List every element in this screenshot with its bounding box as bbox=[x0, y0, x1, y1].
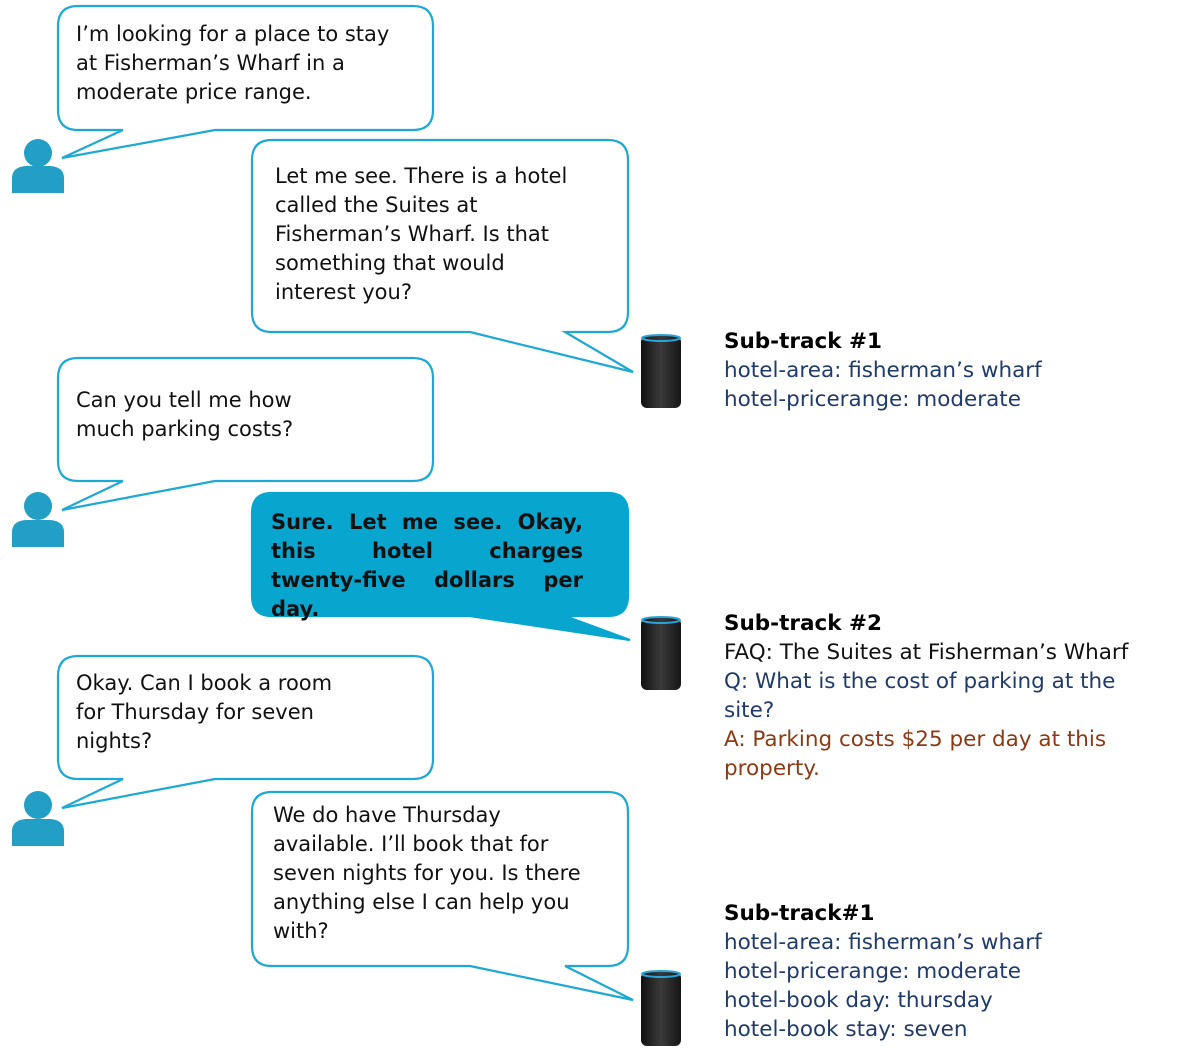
user-bubble-3 bbox=[56, 654, 435, 810]
slot-value: hotel-book stay: seven bbox=[724, 1017, 968, 1042]
slot-value: hotel-pricerange: moderate bbox=[724, 959, 1021, 984]
annotation-title: Sub-track #1 bbox=[724, 329, 882, 354]
system-bubble-1 bbox=[250, 138, 634, 374]
faq-question: Q: What is the cost of parking at the si… bbox=[724, 669, 1116, 723]
faq-title: FAQ: The Suites at Fisherman’s Wharf bbox=[724, 640, 1129, 665]
speaker-icon bbox=[641, 616, 681, 690]
annotation-subtrack-1-updated: Sub-track#1 hotel-area: fisherman’s whar… bbox=[724, 899, 1194, 1044]
system-utterance-3: We do have Thursday available. I’ll book… bbox=[273, 803, 581, 943]
speaker-icon bbox=[641, 334, 681, 408]
annotation-title: Sub-track #2 bbox=[724, 611, 882, 636]
system-utterance-2-highlighted: Sure. Let me see. Okay, this hotel charg… bbox=[271, 510, 583, 621]
annotation-title: Sub-track#1 bbox=[724, 901, 875, 926]
user-utterance-1: I’m looking for a place to stay at Fishe… bbox=[76, 22, 390, 104]
user-bubble-1 bbox=[56, 4, 435, 160]
user-icon bbox=[12, 791, 64, 846]
user-bubble-2 bbox=[56, 356, 435, 512]
annotation-subtrack-1: Sub-track #1 hotel-area: fisherman’s wha… bbox=[724, 327, 1194, 414]
annotation-subtrack-2: Sub-track #2 FAQ: The Suites at Fisherma… bbox=[724, 609, 1144, 783]
system-bubble-3 bbox=[250, 790, 634, 1002]
system-bubble-2 bbox=[250, 491, 631, 642]
slot-value: hotel-area: fisherman’s wharf bbox=[724, 930, 1042, 955]
slot-value: hotel-pricerange: moderate bbox=[724, 387, 1021, 412]
user-utterance-2: Can you tell me how much parking costs? bbox=[76, 388, 294, 441]
user-icon bbox=[12, 492, 64, 547]
system-utterance-1: Let me see. There is a hotel called the … bbox=[275, 164, 568, 304]
user-utterance-3: Okay. Can I book a room for Thursday for… bbox=[76, 671, 333, 753]
faq-answer: A: Parking costs $25 per day at this pro… bbox=[724, 727, 1107, 781]
speaker-icon bbox=[641, 970, 681, 1046]
slot-value: hotel-area: fisherman’s wharf bbox=[724, 358, 1042, 383]
slot-value: hotel-book day: thursday bbox=[724, 988, 993, 1013]
user-icon bbox=[12, 139, 64, 193]
